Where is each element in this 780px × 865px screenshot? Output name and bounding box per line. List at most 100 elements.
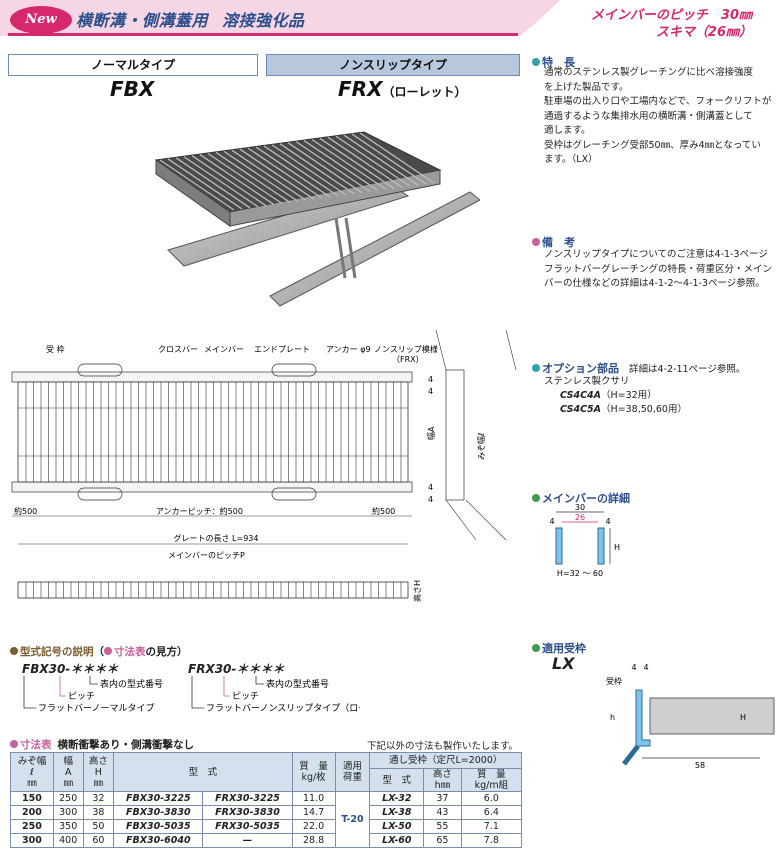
bullet-icon bbox=[10, 740, 18, 748]
gap-dim: 26 bbox=[575, 513, 585, 522]
model-fbx: FBX bbox=[110, 77, 155, 101]
cell-width: 250 bbox=[10, 819, 54, 834]
cell-frx: FRX30-3225 bbox=[202, 791, 293, 806]
mainbar-detail-heading: メインバーの詳細 bbox=[532, 490, 630, 506]
photo-bar bbox=[207, 152, 283, 205]
table-row: 250 350 50 FBX30-5035 FRX30-5035 22.0 LX… bbox=[10, 819, 523, 834]
cell-a: 400 bbox=[52, 833, 84, 848]
frame-t2: 4 bbox=[643, 663, 648, 672]
photo-bar bbox=[191, 155, 267, 207]
photo-bar bbox=[351, 133, 427, 185]
remarks-line: バーの仕様などの詳細は4-1-2～4-1-3ページ参照。 bbox=[544, 278, 765, 289]
cell-h: 38 bbox=[82, 805, 115, 820]
table-row: 150 250 32 FBX30-3225 FRX30-3225 11.0 T-… bbox=[10, 791, 523, 848]
dim-t4c: 4 bbox=[428, 483, 433, 492]
code-frx-pitch: ピッチ bbox=[232, 691, 259, 702]
cell-width: 150 bbox=[10, 791, 54, 806]
features-heading-text: 特 長 bbox=[542, 56, 575, 69]
code-frx-type: フラットバーノンスリップタイプ（ローレット） bbox=[206, 703, 360, 714]
th-text: A bbox=[64, 766, 72, 778]
frame-heading: 適用受枠 bbox=[532, 640, 586, 656]
photo-bar bbox=[199, 154, 275, 206]
option-model: CS4C5A bbox=[560, 404, 602, 415]
mainbar-detail-diagram: 30 26 4 4 H H=32 ～ 60 bbox=[549, 504, 620, 578]
features-line: 通過するような集排水用の横断溝・側溝蓋として bbox=[544, 110, 753, 122]
th-text: 適用 bbox=[342, 761, 362, 772]
cell-fm: 6.4 bbox=[460, 805, 523, 820]
photo-bar bbox=[247, 147, 323, 199]
code-heading-rest: の見方） bbox=[145, 646, 188, 658]
remarks-body: ノンスリップタイプについてのご注意は4-1-3ページ フラットバーグレーチングの… bbox=[544, 248, 776, 292]
th-text: H bbox=[94, 766, 102, 778]
options-heading-text: オプション部品 bbox=[542, 362, 619, 375]
dim-width-a: 幅A bbox=[426, 426, 436, 440]
label-crossbar: クロスバー bbox=[158, 345, 198, 354]
th-text: みぞ幅 bbox=[17, 755, 47, 767]
table-heading-text: 寸法表 bbox=[20, 739, 52, 751]
table-subheading: 横断衝撃あり・側溝衝撃なし bbox=[57, 739, 195, 751]
cell-fm: 7.8 bbox=[460, 833, 523, 848]
frame-width: 58 bbox=[695, 761, 705, 770]
remarks-line: フラットバーグレーチングの特長・荷重区分・メイン bbox=[544, 263, 773, 275]
page-title: 横断溝・側溝蓋用溶接強化品 bbox=[76, 7, 305, 31]
th-text: ㎜ bbox=[27, 777, 37, 789]
photo-bar bbox=[271, 144, 347, 196]
option-cs4c4a: CS4C4A（H=32用） bbox=[560, 389, 657, 404]
table-row: 300 400 60 FBX30-6040 — 28.8 LX-60 65 7.… bbox=[10, 833, 523, 848]
photo-bar bbox=[343, 134, 419, 186]
cell-width: 300 bbox=[10, 833, 54, 848]
title-usage: 横断溝・側溝蓋用 bbox=[76, 11, 209, 30]
cell-fh: 37 bbox=[423, 791, 462, 806]
detail-heading-text: メインバーの詳細 bbox=[542, 492, 630, 505]
label-nonslip-sub: （FRX） bbox=[392, 355, 424, 364]
dim-anchor-pitch: アンカーピッチ：約500 bbox=[156, 506, 243, 516]
code-heading-table: 寸法表 bbox=[114, 646, 146, 658]
cell-fh: 55 bbox=[423, 819, 462, 834]
label-frame: 受 枠 bbox=[46, 344, 65, 354]
option-note: （H=32用） bbox=[601, 390, 657, 401]
cell-width: 200 bbox=[10, 805, 54, 820]
cell-lx: LX-60 bbox=[369, 833, 425, 848]
pitch-dim: 30 bbox=[575, 504, 585, 512]
photo-bar bbox=[335, 135, 411, 187]
label-endplate: エンドプレート bbox=[254, 345, 310, 354]
cell-fh: 65 bbox=[423, 833, 462, 848]
cell-a: 250 bbox=[52, 791, 84, 806]
cell-h: 32 bbox=[82, 791, 115, 806]
code-fbx-pitch: ピッチ bbox=[68, 691, 95, 702]
th-text: ℓ bbox=[29, 766, 34, 778]
cell-fbx: FBX30-3830 bbox=[113, 805, 204, 820]
code-frx-table: 表内の型式番号 bbox=[266, 678, 329, 690]
table-row: 200 300 38 FBX30-3830 FRX30-3830 14.7 LX… bbox=[10, 805, 523, 820]
photo-bar bbox=[303, 140, 379, 192]
cell-a: 350 bbox=[52, 819, 84, 834]
options-chain: ステンレス製クサリ bbox=[544, 376, 630, 387]
frame-H: H bbox=[740, 713, 746, 722]
photo-bar bbox=[311, 138, 387, 191]
dim-mainbar-pitch: メインバーのピッチP bbox=[168, 551, 245, 560]
photo-bar bbox=[287, 142, 363, 194]
cell-frx: FRX30-5035 bbox=[202, 819, 293, 834]
cell-a: 300 bbox=[52, 805, 84, 820]
product-photo bbox=[154, 131, 480, 307]
frame-label: 受枠 bbox=[606, 676, 622, 686]
features-body: 通常のステンレス製グレーチングに比べ溶接強度 を上げた製品です。 駐車場の出入り… bbox=[544, 66, 776, 168]
th-text: 荷重 bbox=[342, 772, 362, 783]
h-range: H=32 ～ 60 bbox=[557, 569, 603, 578]
photo-bar bbox=[175, 157, 251, 209]
features-line: 駐車場の出入り口や工場内などで、フォークリフトが bbox=[544, 96, 772, 107]
options-ref: 詳細は4-2-11ページ参照。 bbox=[629, 364, 746, 375]
frame-h: h bbox=[610, 713, 615, 722]
thick-right: 4 bbox=[605, 517, 610, 526]
th-text: 幅 bbox=[63, 755, 73, 767]
photo-bar bbox=[167, 158, 243, 210]
option-note: （H=38,50,60用） bbox=[601, 404, 687, 415]
table-heading: 寸法表横断衝撃あり・側溝衝撃なし bbox=[10, 737, 194, 752]
mainbar-pitch-text: メインバーのピッチ 30㎜ bbox=[590, 8, 752, 23]
bullet-icon bbox=[532, 238, 540, 246]
cell-mass: 28.8 bbox=[291, 833, 336, 848]
bullet-icon bbox=[10, 647, 18, 655]
